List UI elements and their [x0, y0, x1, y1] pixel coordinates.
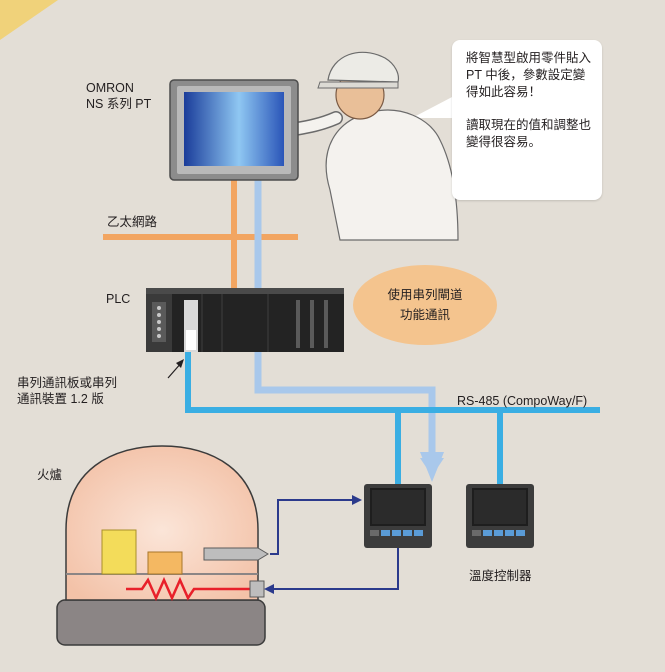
signal-arrows	[264, 495, 399, 594]
corner-accent	[0, 0, 58, 40]
serial-board-pointer	[167, 359, 184, 379]
serial-board-label-line1: 串列通訊板或串列	[17, 376, 118, 390]
operator-figure	[274, 51, 459, 241]
gateway-oval	[353, 265, 497, 345]
rs485-label: RS-485 (CompoWay/F)	[457, 394, 588, 408]
plc-unit	[146, 288, 344, 352]
temp-controller-label: 溫度控制器	[469, 569, 532, 583]
ethernet-label: 乙太網路	[107, 215, 158, 229]
speech-bubble-tail	[412, 96, 454, 118]
plc-label: PLC	[106, 292, 131, 306]
temp-controller-2	[466, 484, 534, 548]
pt-touchscreen	[169, 79, 299, 181]
omron-label-line1: OMRON	[86, 81, 134, 95]
temp-controller-1	[364, 484, 432, 548]
rs485-bus	[185, 350, 600, 484]
gateway-label-line1: 使用串列閘道	[387, 288, 463, 302]
serial-board-label-line2: 通訊裝置 1.2 版	[17, 392, 104, 406]
omron-label-line2: NS 系列 PT	[86, 97, 152, 111]
furnace	[56, 445, 269, 646]
data-path-arrow	[254, 180, 444, 482]
heater-element	[126, 576, 250, 602]
ethernet-network	[103, 180, 298, 290]
speech-bubble-para2: 讀取現在的值和調整也變得很容易。	[466, 118, 592, 149]
speech-bubble-para1: 將智慧型啟用零件貼入 PT 中後，參數設定變得如此容易！	[466, 51, 592, 99]
furnace-label: 火爐	[37, 468, 63, 482]
gateway-label: 使用串列閘道 功能通訊	[355, 285, 495, 325]
gateway-label-line2: 功能通訊	[399, 308, 450, 322]
speech-bubble: 將智慧型啟用零件貼入 PT 中後，參數設定變得如此容易！ 讀取現在的值和調整也變…	[452, 40, 602, 200]
